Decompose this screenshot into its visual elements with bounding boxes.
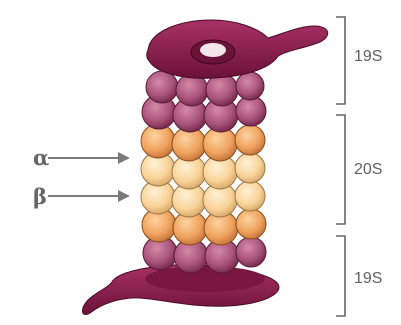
beta-label: β	[33, 186, 47, 207]
20s-core-label: 20S	[354, 162, 382, 178]
alpha-arrow	[48, 152, 130, 164]
19s-top-label: 19S	[354, 49, 382, 65]
top-cap	[147, 20, 328, 78]
bracket-19s-bottom	[336, 236, 345, 316]
19s-bottom-label: 19S	[354, 271, 382, 287]
bottom-cap	[82, 265, 278, 315]
cap-pore	[200, 43, 226, 57]
bracket-20s	[336, 115, 345, 224]
beta-arrow	[48, 190, 130, 202]
alpha-label: α	[33, 147, 49, 168]
subunit-rings	[141, 71, 266, 273]
bracket-19s-top	[336, 17, 345, 104]
